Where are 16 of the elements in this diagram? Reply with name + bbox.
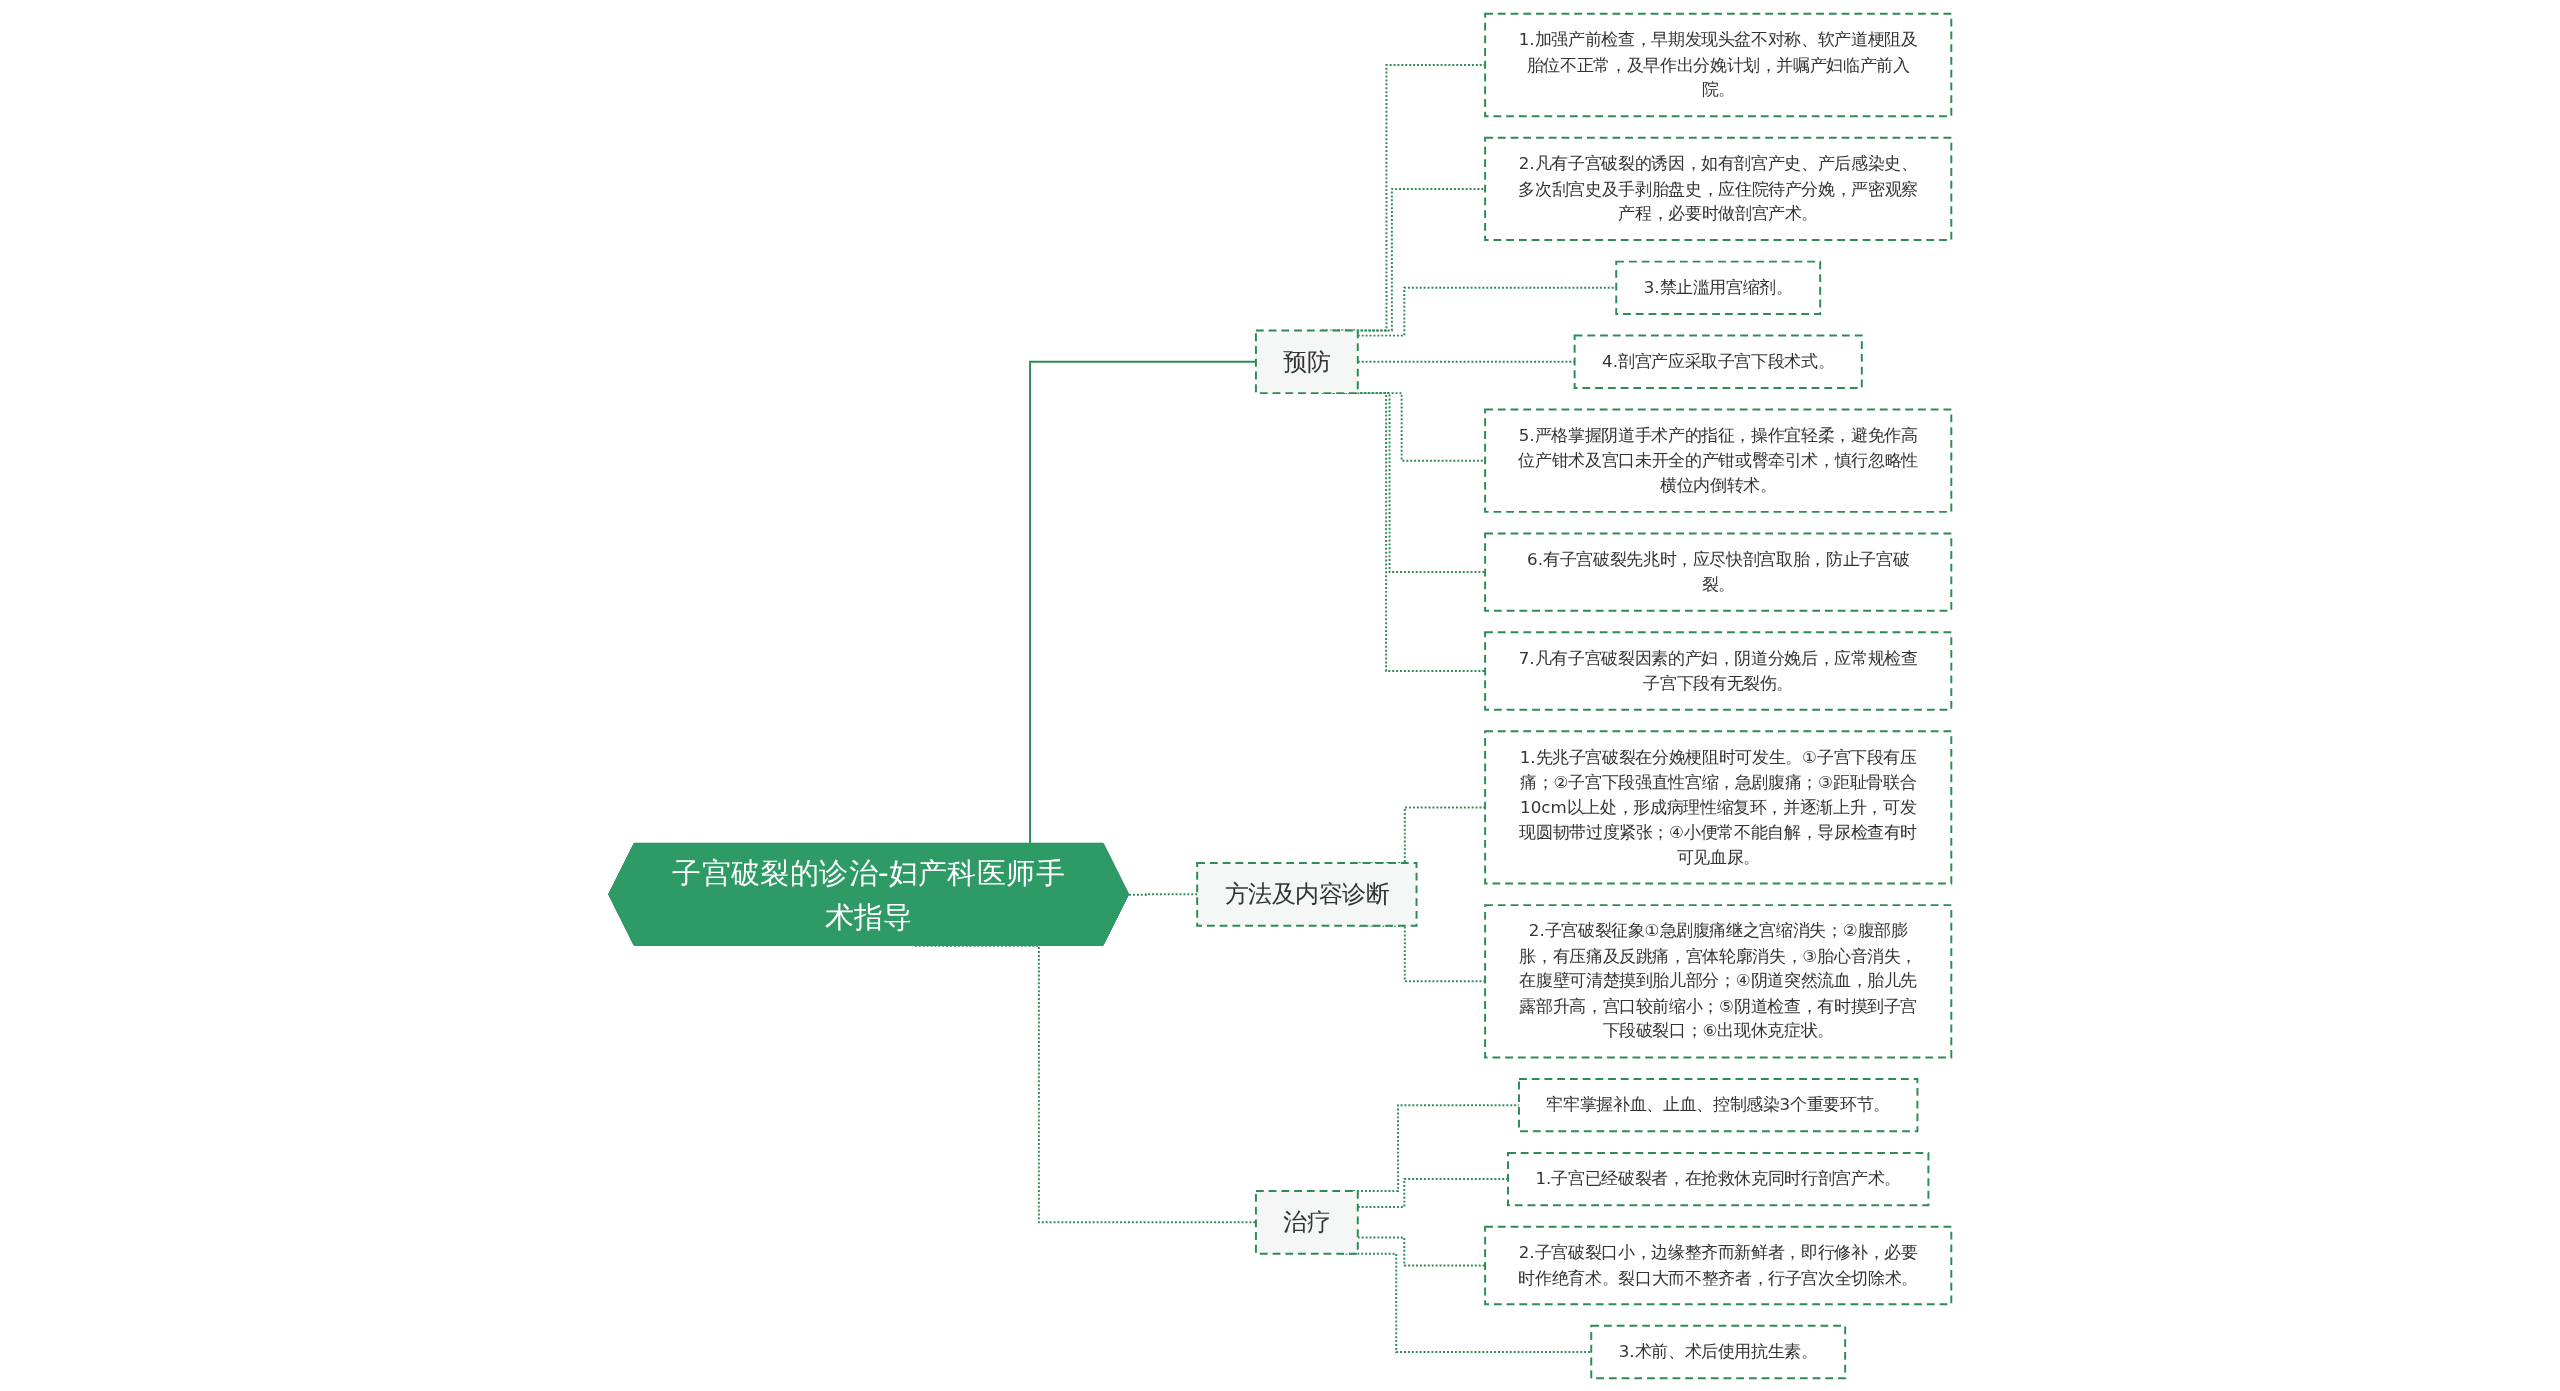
node-box: 3.术前、术后使用抗生素。 bbox=[1590, 1324, 1847, 1379]
node-box: 2.凡有子宫破裂的诱因，如有剖宫产史、产后感染史、多次刮宫史及手剥胎盘史，应住院待产分娩，严密观察产程，必要时做剖宫产术。 bbox=[1484, 136, 1953, 241]
node-box: 1.加强产前检查，早期发现头盆不对称、软产道梗阻及胎位不正常，及早作出分娩计划，并嘱产妇临产前入院。 bbox=[1484, 12, 1953, 117]
node-box: 预防 bbox=[1254, 328, 1359, 394]
node-box: 6.有子宫破裂先兆时，应尽快剖宫取胎，防止子宫破裂。 bbox=[1484, 531, 1953, 612]
node-box: 2.子宫破裂口小，边缘整齐而新鲜者，即行修补，必要时作绝育术。裂口大而不整齐者，行子宫次全切除术。 bbox=[1484, 1225, 1953, 1305]
node-box: 1.子宫已经破裂者，在抢救休克同时行剖宫产术。 bbox=[1507, 1151, 1930, 1206]
node-box: 方法及内容诊断 bbox=[1196, 861, 1418, 927]
node-box: 7.凡有子宫破裂因素的产妇，阴道分娩后，应常规检查子宫下段有无裂伤。 bbox=[1484, 630, 1953, 711]
node-box: 5.严格掌握阴道手术产的指征，操作宜轻柔，避免作高位产钳术及宫口未开全的产钳或臀牵引术，慎行忽略性横位内倒转术。 bbox=[1484, 408, 1953, 513]
node-box: 2.子宫破裂征象①急剧腹痛继之宫缩消失；②腹部膨胀，有压痛及反跳痛，宫体轮廓消失，③胎心音消失，在腹壁可清楚摸到胎儿部分；④阴道突然流血，胎儿先露部升高，宫口较前缩小；⑤阴道检查，有时摸到子宫下段破裂口；⑥出现休克症状。 bbox=[1484, 903, 1953, 1058]
node-box: 3.禁止滥用宫缩剂。 bbox=[1615, 260, 1822, 315]
node-box: 治疗 bbox=[1254, 1189, 1359, 1255]
node-box: 4.剖宫产应采取子宫下段术式。 bbox=[1573, 334, 1863, 389]
node-box: 牢牢掌握补血、止血、控制感染3个重要环节。 bbox=[1518, 1077, 1919, 1132]
node-box: 1.先兆子宫破裂在分娩梗阻时可发生。①子宫下段有压痛；②子宫下段强直性宫缩，急剧腹痛；③距耻骨联合10cm以上处，形成病理性缩复环，并逐渐上升，可发现圆韧带过度紧张；④小便常不能自解，导尿检查有时可见血尿。 bbox=[1484, 729, 1953, 885]
